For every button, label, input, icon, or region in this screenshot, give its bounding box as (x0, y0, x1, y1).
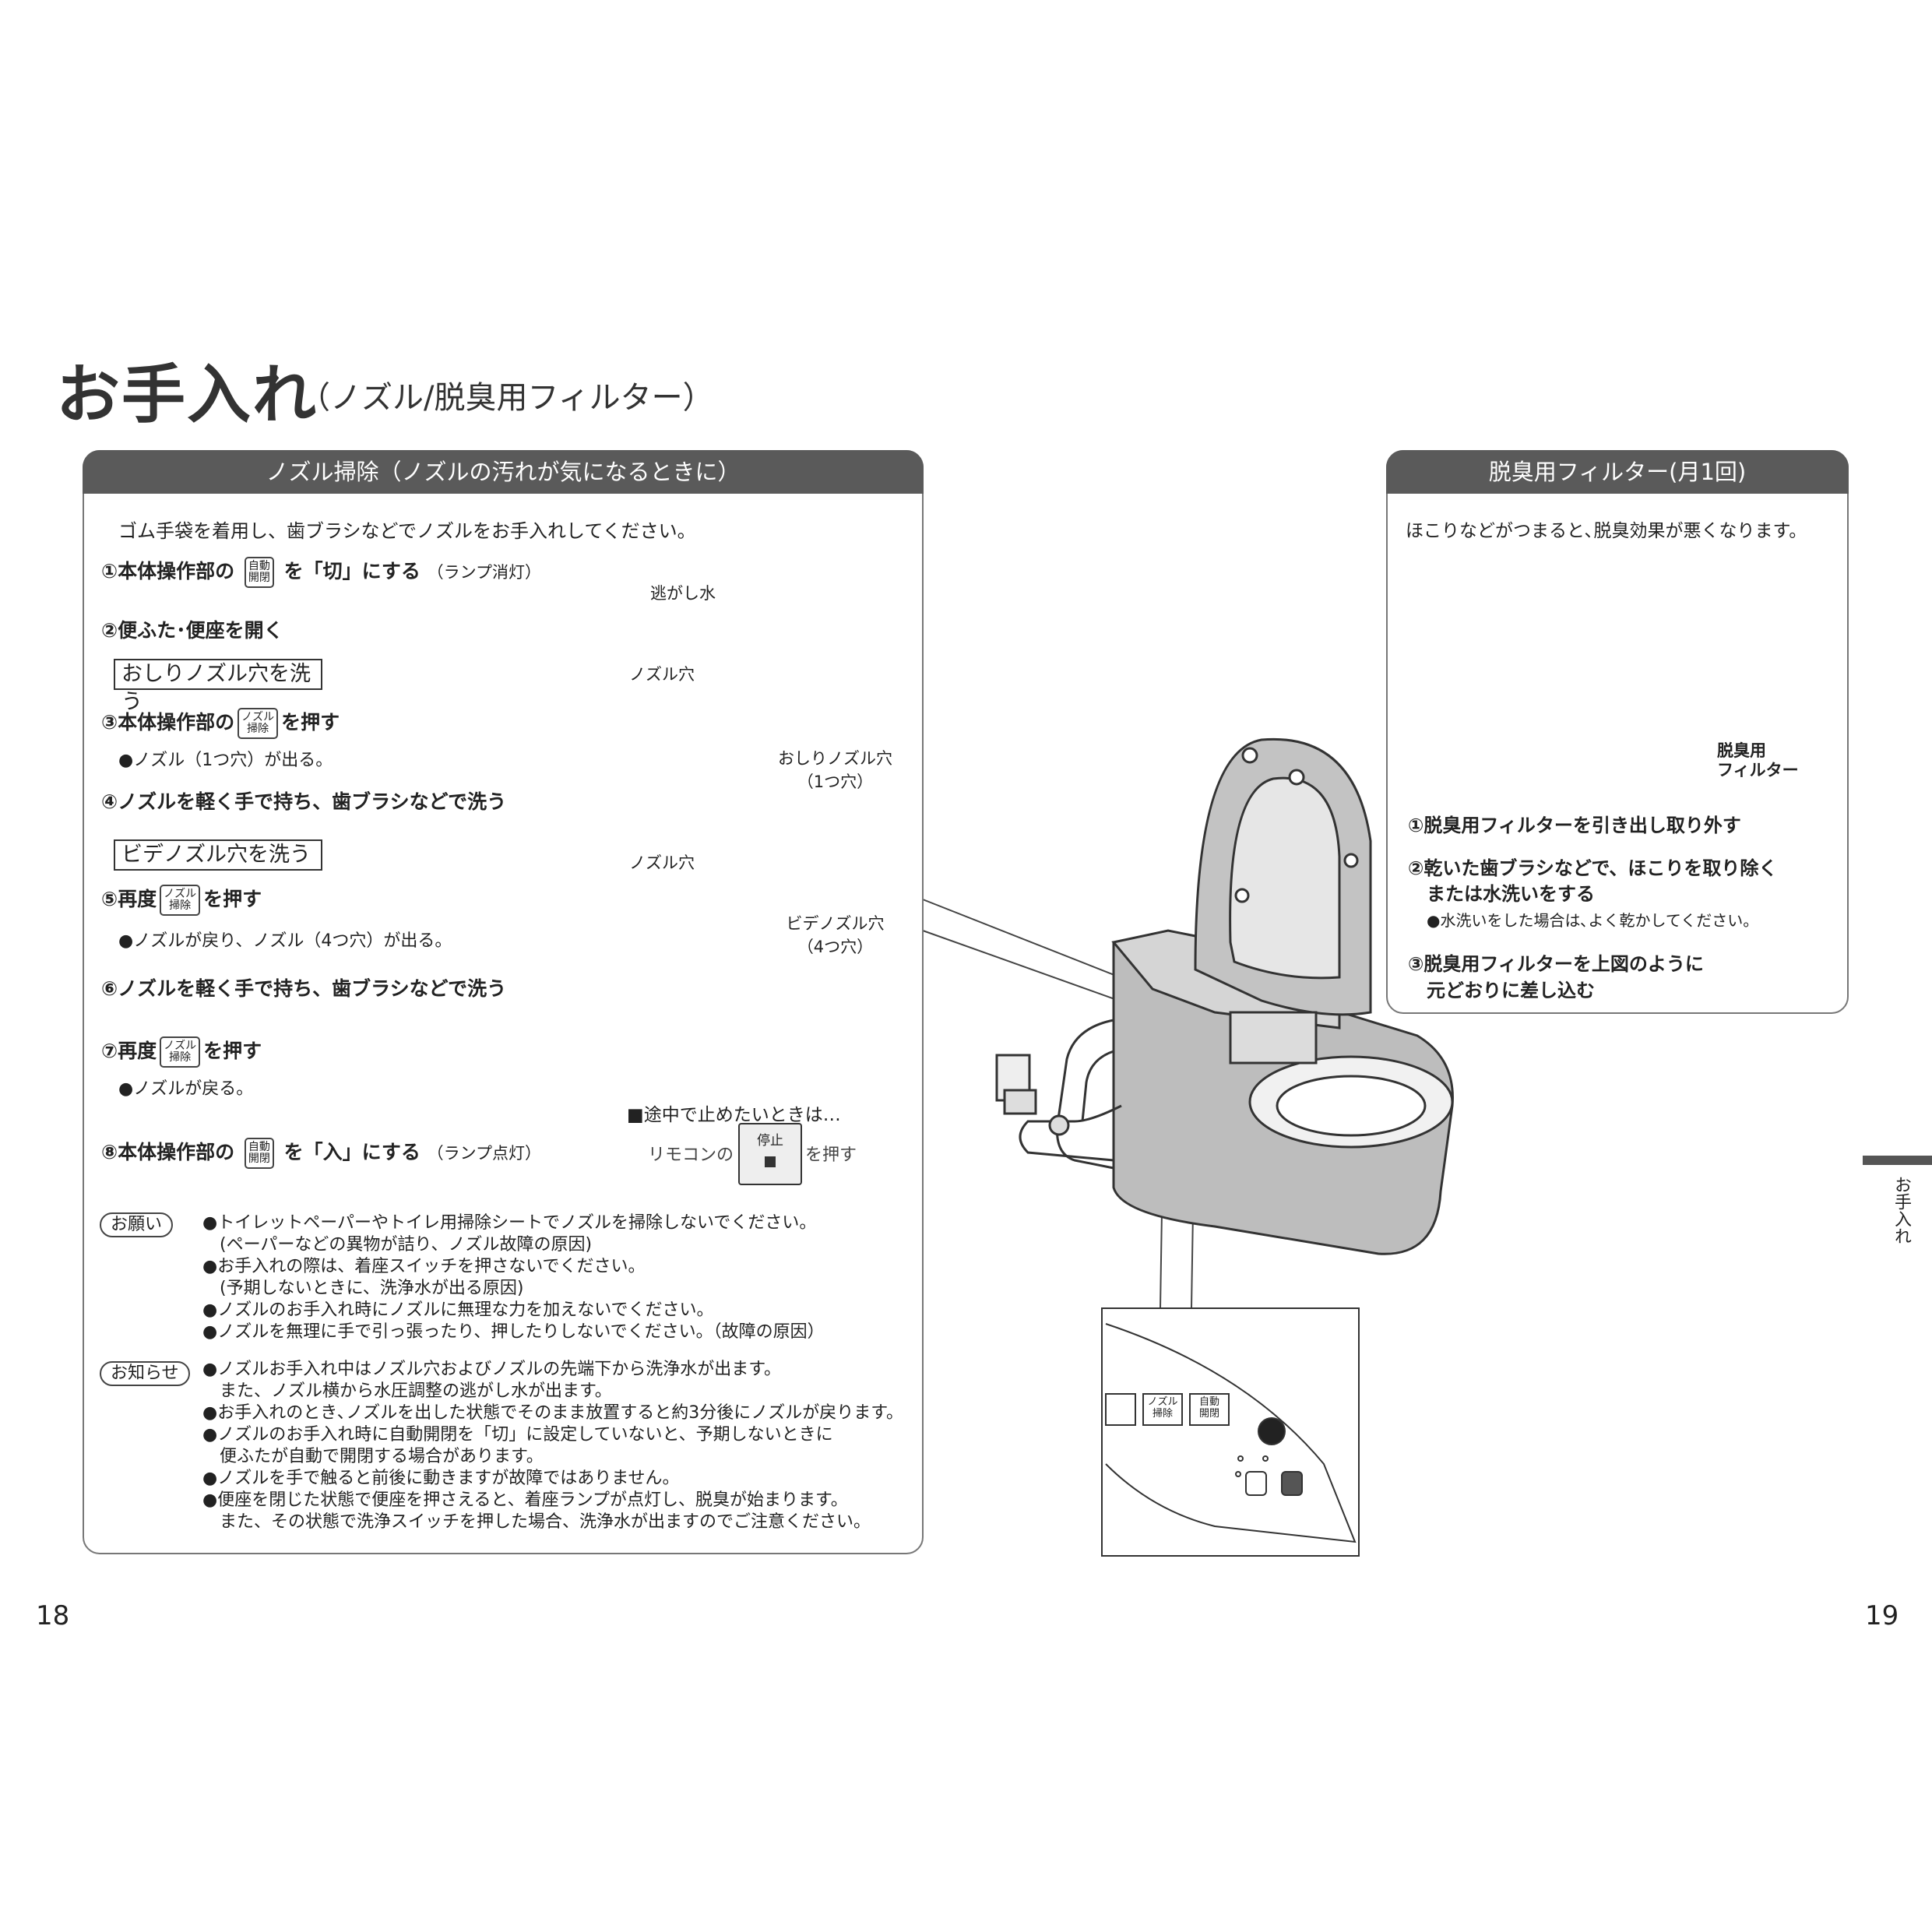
step-1-prefix: ①本体操作部の (101, 560, 235, 582)
panel-header: 脱臭用フィルター(月1回) (1386, 450, 1849, 494)
onegai-line: (ペーパーなどの異物が詰り、ノズル故障の原因) (202, 1235, 593, 1255)
oshirase-line: ●ノズルお手入れ中はノズル穴およびノズルの先端下から洗浄水が出ます。 (202, 1360, 781, 1379)
escape-water-label: 逃がし水 (650, 584, 716, 603)
toilet-illustration (1111, 737, 1454, 1255)
step-8-prefix: ⑧本体操作部の (101, 1141, 235, 1163)
step-8-note: （ランプ点灯） (427, 1144, 541, 1163)
step-8: ⑧本体操作部の 自動 開閉 を「入」にする （ランプ点灯） (101, 1137, 541, 1169)
filter-step-2-note: ●水洗いをした場合は､よく乾かしてください。 (1427, 911, 1759, 930)
filter-label: 脱臭用 フィルター (1717, 741, 1799, 779)
side-tab-label: お手入れ (1892, 1176, 1911, 1244)
oshirase-line: ●お手入れのとき､ノズルを出した状態でそのまま放置すると約3分後にノズルが戻りま… (202, 1403, 903, 1423)
step-3-note: ●ノズル（1つ穴）が出る。 (118, 751, 333, 770)
stop-prefix: リモコンの (648, 1145, 734, 1165)
onegai-line: ●ノズルのお手入れ時にノズルに無理な力を加えないでください。 (202, 1300, 714, 1320)
step-8-suffix: を「入」にする (283, 1141, 421, 1163)
deodorizing-filter-panel: 脱臭用フィルター(月1回) (1386, 450, 1849, 1014)
nozzle-clean-button: ノズル 掃除 (238, 708, 279, 739)
step-3-suffix: を押す (281, 711, 340, 734)
step-7-note: ●ノズルが戻る。 (118, 1079, 254, 1099)
page-number-left: 18 (36, 1600, 70, 1631)
section-bidet: ビデノズル穴を洗う (114, 839, 322, 871)
nozzle-cleaning-panel: ノズル掃除（ノズルの汚れが気になるときに） (83, 450, 924, 1554)
detail-nozzle-button-label: ノズル 掃除 (1147, 1396, 1178, 1420)
filter-step-3: ③脱臭用フィルターを上図のように (1408, 953, 1704, 975)
filter-step-2b: または水洗いをする (1427, 883, 1595, 905)
oshiri-callout: おしりノズル穴 （1つ穴） (778, 749, 892, 791)
filter-step-3b: 元どおりに差し込む (1427, 980, 1595, 1001)
nozzle-clean-button: ノズル 掃除 (160, 885, 201, 916)
onegai-line: ●お手入れの際は、着座スイッチを押さないでください。 (202, 1257, 646, 1276)
stop-title: ■途中で止めたいときは… (627, 1105, 841, 1125)
step-5-note: ●ノズルが戻り、ノズル（4つ穴）が出る。 (118, 931, 452, 951)
onegai-line: ●トイレットペーパーやトイレ用掃除シートでノズルを掃除しないでください。 (202, 1213, 817, 1233)
onegai-badge: お願い (100, 1212, 174, 1237)
oshirase-line: ●ノズルのお手入れ時に自動開閉を「切」に設定していないと、予期しないときに (202, 1425, 833, 1445)
oshirase-line: ●ノズルを手で触ると前後に動きますが故障ではありません。 (202, 1469, 680, 1488)
step-1-suffix: を「切」にする (283, 560, 421, 582)
step-4: ④ノズルを軽く手で持ち、歯ブラシなどで洗う (101, 790, 507, 813)
intro-text: ゴム手袋を着用し、歯ブラシなどでノズルをお手入れしてください。 (118, 520, 696, 542)
filter-step-1: ①脱臭用フィルターを引き出し取り外す (1408, 815, 1741, 836)
step-3-prefix: ③本体操作部の (101, 711, 235, 734)
nozzle-hole-label: ノズル穴 (629, 665, 695, 684)
step-7-prefix: ⑦再度 (101, 1040, 157, 1062)
page-title: お手入れ (56, 358, 318, 432)
nozzle-clean-button: ノズル 掃除 (160, 1036, 201, 1068)
step-3: ③本体操作部のノズル 掃除を押す (101, 707, 340, 739)
step-6: ⑥ノズルを軽く手で持ち、歯ブラシなどで洗う (101, 977, 507, 1000)
water-pipe-illustration (995, 1019, 1122, 1170)
page-number-right: 19 (1865, 1600, 1899, 1631)
oshirase-list: ●ノズルお手入れ中はノズル穴およびノズルの先端下から洗浄水が出ます。 また、ノズ… (202, 1359, 903, 1533)
onegai-list: ●トイレットペーパーやトイレ用掃除シートでノズルを掃除しないでください。 (ペー… (202, 1212, 825, 1343)
section-oshiri: おしりノズル穴を洗う (114, 659, 322, 714)
oshirase-line: また、その状態で洗浄スイッチを押した場合、洗浄水が出ますのでご注意ください。 (202, 1512, 871, 1532)
oshirase-badge: お知らせ (100, 1361, 190, 1386)
onegai-line: ●ノズルを無理に手で引っ張ったり、押したりしないでください。（故障の原因） (202, 1322, 825, 1342)
filter-step-2: ②乾いた歯ブラシなどで、ほこりを取り除く (1408, 857, 1778, 879)
step-1-note: （ランプ消灯） (427, 563, 541, 582)
step-5: ⑤再度ノズル 掃除を押す (101, 884, 262, 916)
stop-button: 停止 (738, 1123, 802, 1185)
oshirase-line: また、ノズル横から水圧調整の逃がし水が出ます。 (202, 1381, 612, 1401)
stop-square-icon (765, 1156, 776, 1167)
step-1: ①本体操作部の 自動 開閉 を「切」にする （ランプ消灯） (101, 556, 541, 588)
oshirase-line: 便ふたが自動で開閉する場合があります。 (202, 1447, 544, 1466)
detail-auto-button-label: 自動 開閉 (1198, 1396, 1219, 1420)
bidet-callout: ビデノズル穴 （4つ穴） (786, 914, 885, 956)
nozzle-hole-label-2: ノズル穴 (629, 853, 695, 872)
step-2: ②便ふた･便座を開く (101, 619, 283, 642)
auto-open-close-button: 自動 開閉 (244, 557, 274, 588)
control-panel-detail (1101, 1307, 1360, 1557)
stop-suffix: を押す (805, 1145, 857, 1165)
onegai-line: (予期しないときに、洗浄水が出る原因) (202, 1279, 524, 1298)
step-5-suffix: を押す (203, 888, 262, 910)
filter-intro: ほこりなどがつまると､脱臭効果が悪くなります。 (1406, 521, 1807, 541)
step-7-suffix: を押す (203, 1040, 262, 1062)
panel-header: ノズル掃除（ノズルの汚れが気になるときに） (83, 450, 924, 494)
side-tab-bar (1863, 1156, 1932, 1165)
page-subtitle: （ノズル/脱臭用フィルター） (299, 380, 714, 416)
oshirase-line: ●便座を閉じた状態で便座を押さえると、着座ランプが点灯し、脱臭が始まります。 (202, 1490, 848, 1510)
step-5-prefix: ⑤再度 (101, 888, 157, 910)
step-7: ⑦再度ノズル 掃除を押す (101, 1036, 262, 1068)
stop-button-label: 停止 (757, 1133, 783, 1149)
auto-open-close-button: 自動 開閉 (244, 1138, 274, 1169)
